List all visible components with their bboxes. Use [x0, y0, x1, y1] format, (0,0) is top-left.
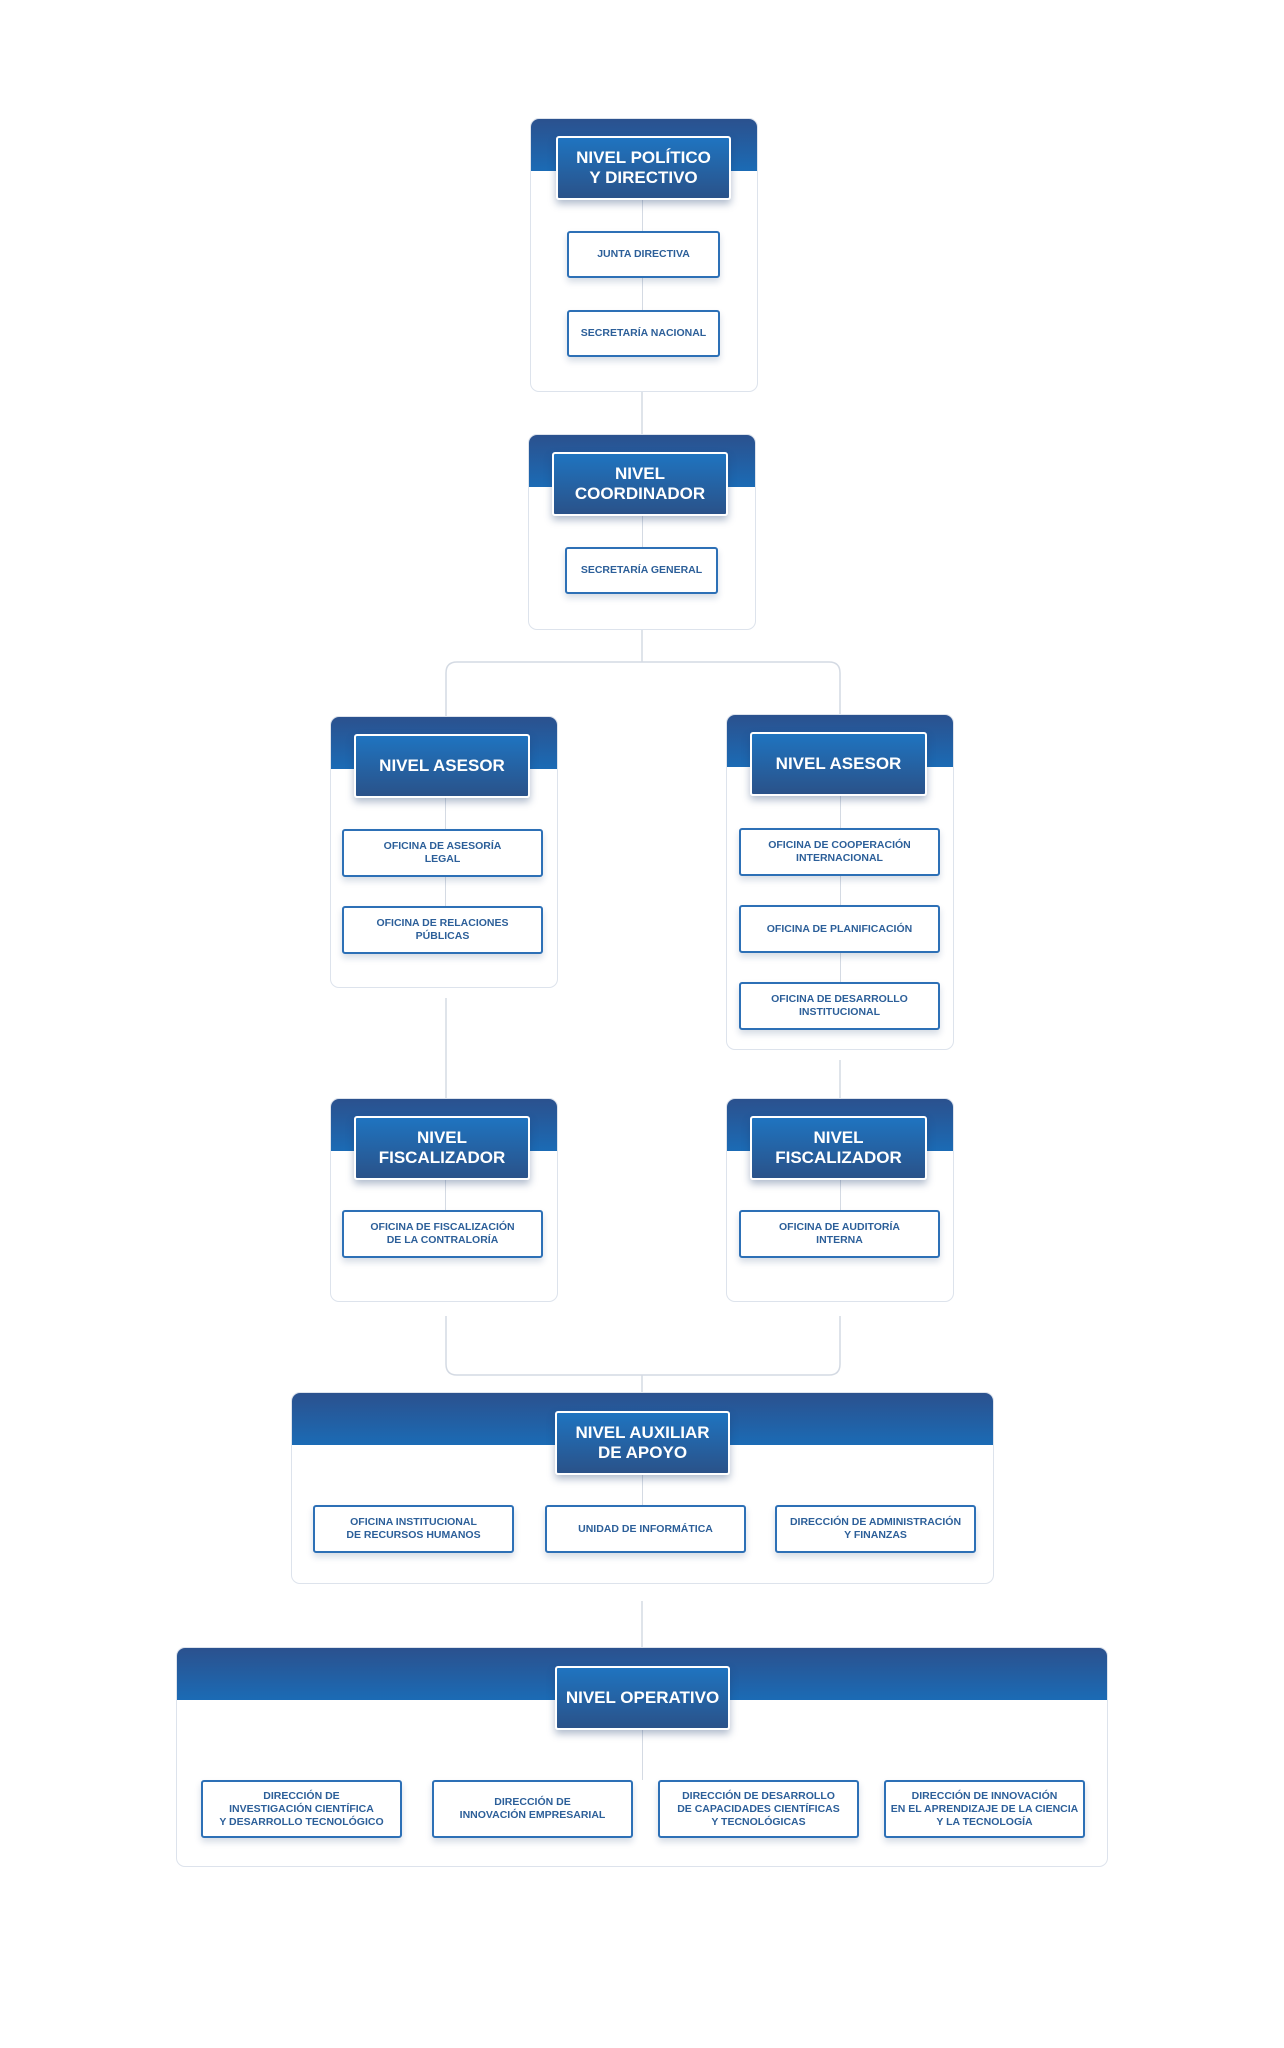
- unit-direccion-innovacion-aprendizaje[interactable]: DIRECCIÓN DE INNOVACIÓN EN EL APRENDIZAJ…: [884, 1780, 1085, 1838]
- unit-junta-directiva[interactable]: JUNTA DIRECTIVA: [567, 231, 720, 278]
- unit-secretaria-general[interactable]: SECRETARÍA GENERAL: [565, 547, 718, 594]
- header-nivel-fiscalizador-right: NIVEL FISCALIZADOR: [750, 1116, 927, 1180]
- header-nivel-operativo: NIVEL OPERATIVO: [555, 1666, 730, 1730]
- header-nivel-coordinador: NIVEL COORDINADOR: [552, 452, 728, 516]
- unit-oficina-auditoria-interna[interactable]: OFICINA DE AUDITORÍA INTERNA: [739, 1210, 940, 1258]
- header-nivel-auxiliar-apoyo: NIVEL AUXILIAR DE APOYO: [555, 1411, 730, 1475]
- unit-oficina-asesoria-legal[interactable]: OFICINA DE ASESORÍA LEGAL: [342, 829, 543, 877]
- unit-oficina-desarrollo-institucional[interactable]: OFICINA DE DESARROLLO INSTITUCIONAL: [739, 982, 940, 1030]
- unit-oficina-relaciones-publicas[interactable]: OFICINA DE RELACIONES PÚBLICAS: [342, 906, 543, 954]
- header-nivel-politico-directivo: NIVEL POLÍTICO Y DIRECTIVO: [556, 136, 731, 200]
- connector-split-asesor: [445, 661, 841, 722]
- unit-oficina-recursos-humanos[interactable]: OFICINA INSTITUCIONAL DE RECURSOS HUMANO…: [313, 1505, 514, 1553]
- unit-oficina-fiscalizacion-contraloria[interactable]: OFICINA DE FISCALIZACIÓN DE LA CONTRALOR…: [342, 1210, 543, 1258]
- unit-secretaria-nacional[interactable]: SECRETARÍA NACIONAL: [567, 310, 720, 357]
- header-nivel-fiscalizador-left: NIVEL FISCALIZADOR: [354, 1116, 530, 1180]
- unit-direccion-desarrollo-capacidades[interactable]: DIRECCIÓN DE DESARROLLO DE CAPACIDADES C…: [658, 1780, 859, 1838]
- unit-oficina-planificacion[interactable]: OFICINA DE PLANIFICACIÓN: [739, 905, 940, 953]
- unit-unidad-informatica[interactable]: UNIDAD DE INFORMÁTICA: [545, 1505, 746, 1553]
- connector-fiscalizador-merge: [445, 1316, 841, 1376]
- unit-direccion-innovacion-empresarial[interactable]: DIRECCIÓN DE INNOVACIÓN EMPRESARIAL: [432, 1780, 633, 1838]
- header-nivel-asesor-left: NIVEL ASESOR: [354, 734, 530, 798]
- header-nivel-asesor-right: NIVEL ASESOR: [750, 732, 927, 796]
- unit-oficina-cooperacion-internacional[interactable]: OFICINA DE COOPERACIÓN INTERNACIONAL: [739, 828, 940, 876]
- unit-direccion-administracion-finanzas[interactable]: DIRECCIÓN DE ADMINISTRACIÓN Y FINANZAS: [775, 1505, 976, 1553]
- unit-direccion-investigacion-cientifica[interactable]: DIRECCIÓN DE INVESTIGACIÓN CIENTÍFICA Y …: [201, 1780, 402, 1838]
